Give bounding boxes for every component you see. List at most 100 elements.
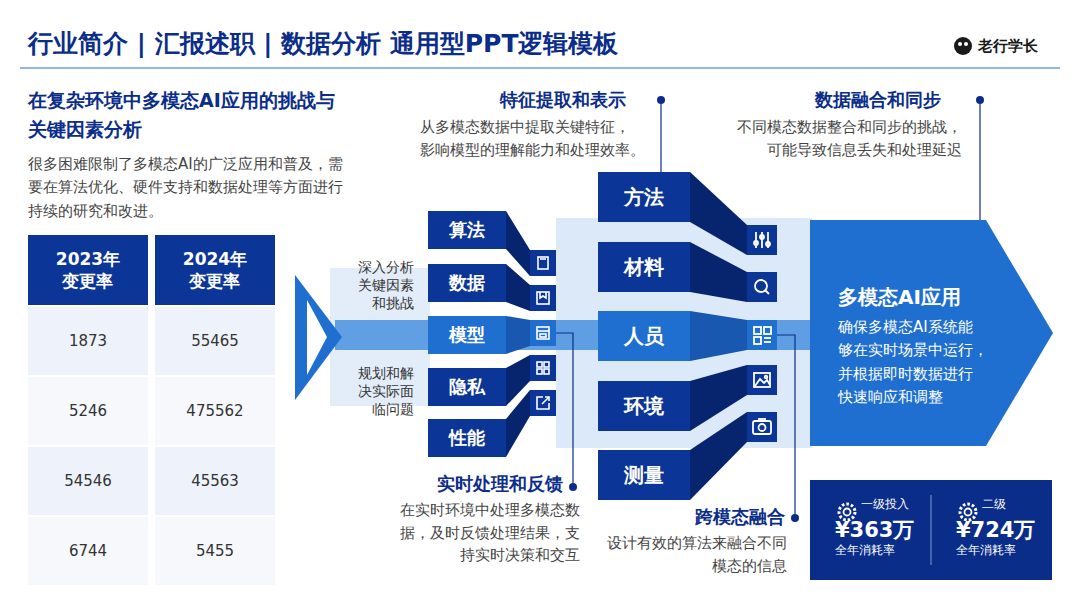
icon-tile [747, 365, 777, 395]
callout-heading: 跨模态融合 [695, 505, 785, 528]
icon-tile [530, 250, 556, 276]
stat-panel [810, 480, 1052, 580]
label-box: 2023年 变更率 [53, 248, 123, 292]
table-cell: 5246 [69, 400, 107, 423]
tab-label: 方法 [624, 185, 664, 209]
tab-side [690, 311, 747, 361]
tab-label: 材料 [624, 255, 664, 279]
panel-divider [931, 495, 932, 565]
label-box: 跨模态融合 [695, 505, 785, 528]
tab-side [506, 316, 530, 354]
label-box: 5246 [69, 400, 107, 423]
table-cell: 45563 [191, 470, 239, 493]
label-box: 特征提取和表示 [500, 88, 626, 111]
callout-body: 不同模态数据整合和同步的挑战， 可能导致信息丢失和处理延迟 [703, 116, 962, 161]
label-box: 5455 [196, 540, 234, 563]
play-triangle [307, 300, 327, 375]
icon-tile [747, 225, 777, 255]
leader-dot [569, 96, 984, 522]
label-box: 实时处理和反馈 [437, 472, 563, 495]
leader-line [556, 104, 980, 514]
logo-mark [958, 42, 962, 46]
table-cell: 54546 [64, 470, 112, 493]
goal-arrow: 多模态AI应用确保多模态AI系统能 够在实时场景中运行， 并根据即时数据进行 快… [810, 220, 1055, 446]
stat-value: ¥724万 [956, 518, 1035, 543]
table-header [155, 235, 275, 305]
label-box: 45563 [191, 470, 239, 493]
callout-body: 在实时环境中处理多模态数 据，及时反馈处理结果，支 持实时决策和交互 [375, 499, 580, 567]
title-rule [20, 68, 1060, 69]
icon-tile [747, 412, 777, 442]
table-header: 2024年 变更率 [180, 248, 250, 292]
icon-tile [747, 320, 777, 350]
icon-glyph [537, 257, 549, 409]
callout-heading: 实时处理和反馈 [437, 472, 563, 495]
factor-tab: 隐私 [428, 368, 506, 406]
label-box: 2024年 变更率 [180, 248, 250, 292]
label-box: 6744 [69, 540, 107, 563]
tab-label: 数据 [449, 272, 485, 294]
label-box: 不同模态数据整合和同步的挑战， 可能导致信息丢失和处理延迟 [703, 116, 962, 161]
goal-body: 确保多模态AI系统能 够在实时场景中运行， 并根据即时数据进行 快速响应和调整 [838, 316, 1000, 409]
table-cell: 475562 [186, 400, 243, 423]
tab-side [690, 412, 747, 500]
tab-side [690, 172, 747, 255]
title: 行业简介 | 汇报述职 | 数据分析 通用型PPT逻辑模板 [28, 28, 618, 61]
stat-value: ¥363万 [835, 518, 914, 543]
logo-mark [954, 37, 972, 55]
tab-side [506, 390, 530, 457]
table-cell: 5455 [196, 540, 234, 563]
factor-tab: 数据 [428, 264, 506, 302]
callout-body: 从多模态数据中提取关键特征， 影响模型的理解能力和处理效率。 [420, 116, 663, 161]
tab-side [506, 211, 530, 276]
stat-cell: 二级 ¥724万全年消耗率 [931, 480, 1052, 580]
play-triangle [295, 275, 342, 400]
factor-tab: 方法 [598, 172, 690, 222]
label-box: 54546 [64, 470, 112, 493]
label-box: 很多困难限制了多模态AI的广泛应用和普及，需 要在算法优化、硬件支持和数据处理等… [28, 153, 380, 223]
label-box: 475562 [186, 400, 243, 423]
table-cell: 1873 [69, 330, 107, 353]
callout-heading: 特征提取和表示 [500, 88, 626, 111]
label-box: 从多模态数据中提取关键特征， 影响模型的理解能力和处理效率。 [420, 116, 663, 161]
tab-label: 隐私 [449, 376, 485, 398]
factor-tab: 算法 [428, 211, 506, 249]
stat-note: 全年消耗率 [956, 543, 1016, 559]
icon-tile [530, 355, 556, 381]
side-note: 规划和解 决实际面 临问题 [344, 364, 414, 419]
icon-tile [530, 390, 556, 416]
stat-title: 一级投入 [861, 497, 909, 513]
stat-title: 二级 [982, 497, 1006, 513]
factor-tab: 人员 [598, 311, 690, 361]
factor-tab: 模型 [428, 316, 506, 354]
label-box: 55465 [191, 330, 239, 353]
label-box: 数据融合和同步 [815, 88, 941, 111]
table-cell: 55465 [191, 330, 239, 353]
logo-text: 老行学长 [978, 35, 1038, 58]
label-box: 深入分析 关键因素 和挑战 [344, 258, 414, 313]
factor-tab: 性能 [428, 419, 506, 457]
tab-label: 人员 [624, 324, 664, 348]
tab-side [690, 242, 747, 302]
callout-heading: 数据融合和同步 [815, 88, 941, 111]
stat-note: 全年消耗率 [835, 543, 895, 559]
logo-mark [964, 42, 968, 46]
table-cell: 6744 [69, 540, 107, 563]
label-box: 在复杂环境中多模态AI应用的挑战与 关键因素分析 [28, 86, 308, 145]
label-box: 老行学长 [978, 35, 1038, 58]
callout-body: 设计有效的算法来融合不同 模态的信息 [582, 532, 787, 577]
table-gap [148, 307, 155, 585]
factor-tab: 测量 [598, 450, 690, 500]
table-header [28, 235, 148, 305]
section-heading: 在复杂环境中多模态AI应用的挑战与 关键因素分析 [28, 86, 308, 145]
icon-tile [530, 320, 556, 346]
factor-tab: 环境 [598, 381, 690, 431]
table-header: 2023年 变更率 [53, 248, 123, 292]
icon-glyph [753, 232, 771, 434]
title-box: 行业简介 | 汇报述职 | 数据分析 通用型PPT逻辑模板 [28, 28, 618, 61]
tab-label: 算法 [449, 219, 485, 241]
arrow-shape [810, 220, 1053, 446]
icon-tile [530, 285, 556, 311]
label-box: 在实时环境中处理多模态数 据，及时反馈处理结果，支 持实时决策和交互 [375, 499, 580, 567]
tab-side [506, 264, 530, 311]
